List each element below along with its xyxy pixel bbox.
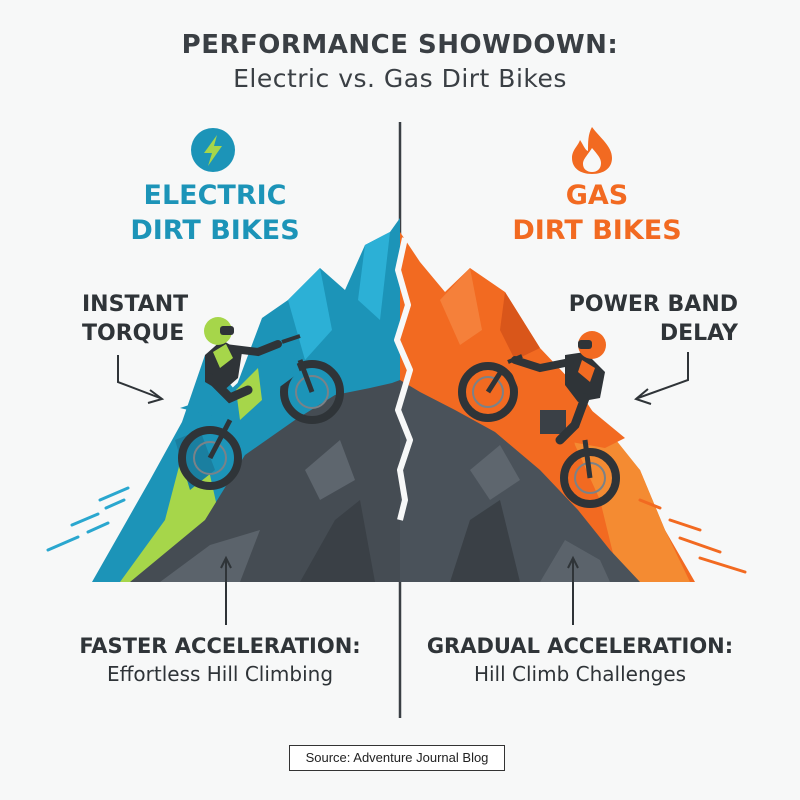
flame-icon — [572, 127, 612, 174]
gas-acceleration-label: GRADUAL ACCELERATION: Hill Climb Challen… — [415, 632, 745, 688]
electric-acceleration-heading: FASTER ACCELERATION: — [79, 634, 361, 658]
electric-heading-line2: DIRT BIKES — [130, 215, 300, 246]
callout-left-line2: TORQUE — [82, 321, 185, 346]
up-arrow-left — [220, 555, 232, 625]
callout-left-line1: INSTANT — [82, 292, 189, 317]
electric-acceleration-label: FASTER ACCELERATION: Effortless Hill Cli… — [55, 632, 385, 688]
electric-heading: ELECTRIC DIRT BIKES — [115, 178, 315, 248]
gas-dirt-bike — [458, 331, 625, 508]
electric-dirt-bike — [178, 317, 344, 490]
gas-heading: GAS DIRT BIKES — [497, 178, 697, 248]
page-title: PERFORMANCE SHOWDOWN: — [181, 30, 619, 60]
callout-arrow-left — [117, 355, 165, 404]
callout-right-line1: POWER BAND — [568, 292, 738, 317]
speed-lines-right — [638, 498, 747, 574]
rock-crack — [394, 237, 413, 521]
lightning-bolt-icon — [191, 128, 235, 172]
electric-acceleration-sub: Effortless Hill Climbing — [106, 662, 334, 686]
instant-torque-callout: INSTANT TORQUE — [82, 290, 188, 348]
up-arrow-right — [567, 555, 579, 625]
gas-acceleration-heading: GRADUAL ACCELERATION: — [426, 634, 734, 658]
source-caption: Source: Adventure Journal Blog — [289, 745, 505, 771]
speed-lines-left — [46, 486, 130, 552]
gas-acceleration-sub: Hill Climb Challenges — [473, 662, 687, 686]
page-subtitle: Electric vs. Gas Dirt Bikes — [233, 64, 567, 93]
callout-right-line2: DELAY — [659, 321, 738, 346]
callout-arrow-right — [633, 352, 689, 405]
gas-heading-line2: DIRT BIKES — [512, 215, 682, 246]
electric-heading-line1: ELECTRIC — [143, 180, 287, 211]
rock-mass — [130, 237, 640, 582]
gas-heading-line1: GAS — [565, 180, 629, 211]
power-band-delay-callout: POWER BAND DELAY — [569, 290, 738, 348]
